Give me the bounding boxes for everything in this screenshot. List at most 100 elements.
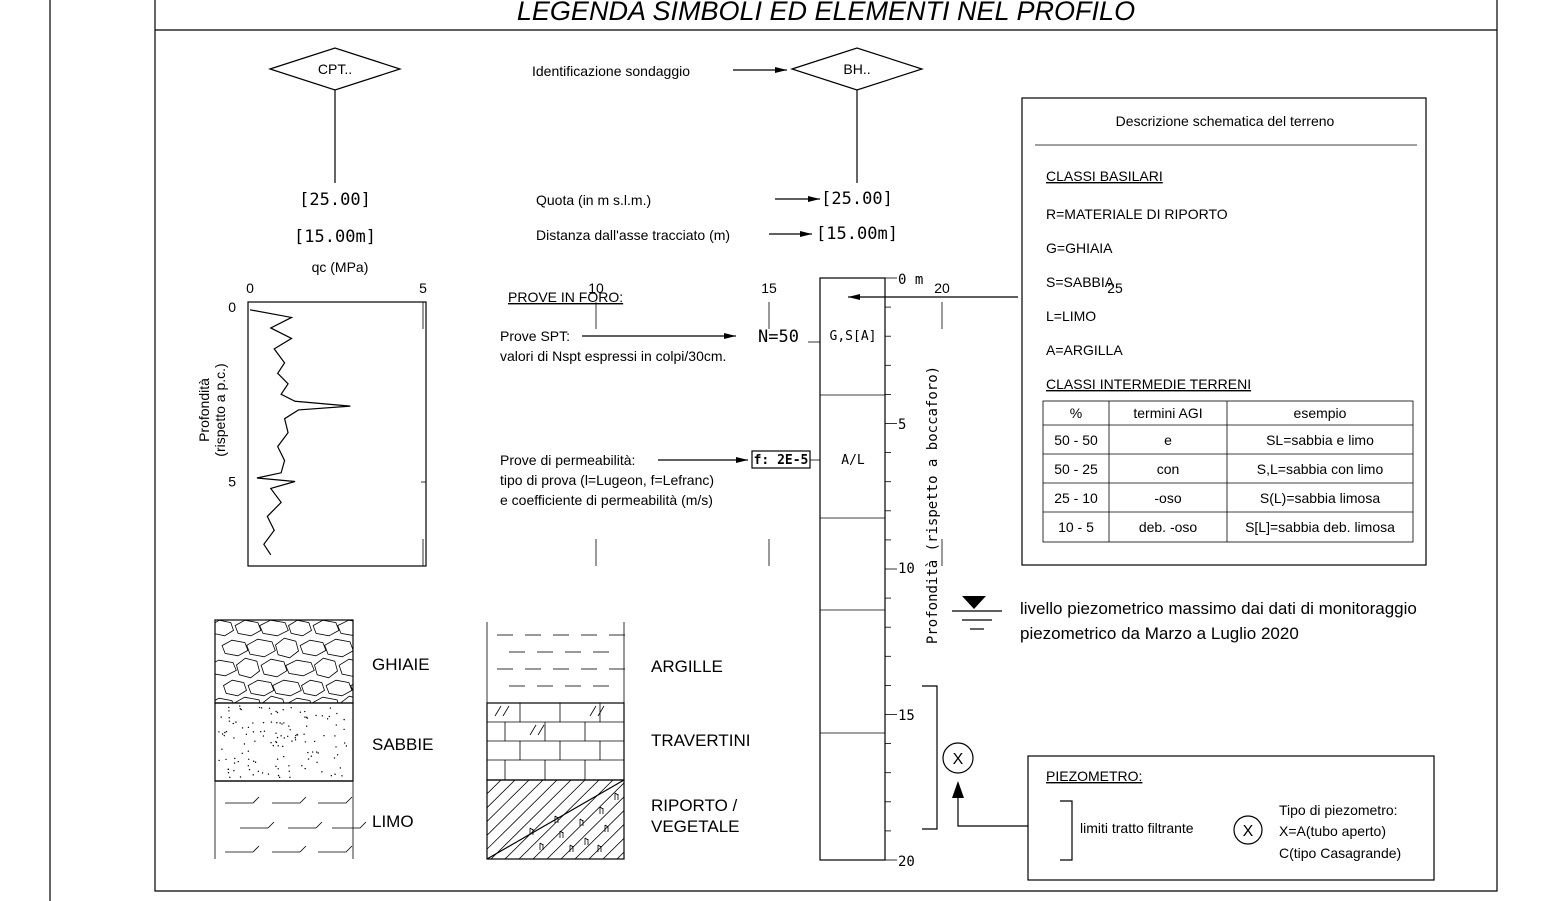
sand-dot <box>313 740 316 743</box>
sand-dot <box>224 731 226 734</box>
sand-dot <box>333 757 336 759</box>
perm-label: Prove di permeabilità: <box>500 452 635 468</box>
sand-dot <box>335 724 338 726</box>
sand-dot <box>218 731 220 733</box>
fill-hatch <box>487 780 502 795</box>
sand-dot <box>225 730 228 733</box>
sand-dot <box>296 733 298 736</box>
travertine-hatch <box>597 705 605 717</box>
spt-value: N=50 <box>758 327 799 347</box>
sand-dot <box>268 707 271 709</box>
bh-axis-label: Profondità (rispetto a boccaforo) <box>925 366 941 644</box>
gravel-pebble <box>246 638 276 658</box>
sand-dot <box>326 718 329 720</box>
vegetal-mark <box>559 830 564 838</box>
gravel-pebble <box>338 658 353 677</box>
silt-stroke <box>318 796 353 804</box>
sand-dot <box>289 776 291 778</box>
sand-dot <box>227 768 229 771</box>
table-cell: SL=sabbia e limo <box>1266 432 1374 448</box>
sand-dot <box>345 745 348 747</box>
gravel-pebble <box>325 679 353 697</box>
piezometer-heading: PIEZOMETRO: <box>1046 768 1142 784</box>
piezometer-box: PIEZOMETRO: limiti tratto filtrante X Ti… <box>1027 755 1435 881</box>
piezometric-line2: piezometrico da Marzo a Luglio 2020 <box>1020 624 1299 643</box>
sand-dot <box>235 721 237 723</box>
sand-dot <box>221 733 224 735</box>
gravel-pebble <box>236 657 260 679</box>
vegetal-mark <box>597 844 602 852</box>
table-cell: 50 - 50 <box>1054 432 1098 448</box>
cpt-x-tick-label: 20 <box>934 280 950 296</box>
table-header-example: esempio <box>1294 405 1347 421</box>
gravel-pebble <box>260 658 288 678</box>
sand-dot <box>248 758 250 760</box>
sand-dot <box>241 727 244 729</box>
bh-label: BH.. <box>843 61 870 77</box>
cpt-elevation: [25.00] <box>299 190 371 210</box>
piezometer-filter-bracket <box>922 685 938 830</box>
sand-dot <box>270 713 272 715</box>
travertine-hatch <box>502 705 510 717</box>
bh-depth-5: 5 <box>898 417 906 433</box>
spt-note: valori di Nspt espressi in colpi/30cm. <box>500 348 726 364</box>
sand-dot <box>275 765 277 768</box>
fill-hatch <box>588 823 624 859</box>
sand-dot <box>257 770 260 773</box>
silt-stroke <box>272 845 307 853</box>
water-level-icon <box>952 596 1002 630</box>
sand-dot <box>276 722 278 724</box>
sand-dot <box>229 776 231 779</box>
basic-class-1: R=MATERIALE DI RIPORTO <box>1046 206 1228 222</box>
soil-label-sand: SABBIE <box>372 735 433 754</box>
gravel-pebble <box>340 695 353 703</box>
gravel-pebble <box>324 638 353 658</box>
gravel-pebble <box>301 679 325 697</box>
gravel-pebble <box>311 696 339 703</box>
fill-hatch <box>490 780 572 859</box>
table-cell: S,L=sabbia con limo <box>1257 461 1384 477</box>
table-header-agi: termini AGI <box>1133 405 1202 421</box>
vegetal-mark <box>554 815 559 823</box>
piezometer-symbol-icon <box>942 742 974 774</box>
fill-hatch <box>560 796 624 859</box>
intermediate-heading: CLASSI INTERMEDIE TERRENI <box>1046 376 1251 392</box>
gravel-pebble <box>234 620 262 637</box>
silt-stroke <box>240 821 275 829</box>
sand-dot <box>234 757 236 760</box>
sand-dot <box>228 710 230 712</box>
vegetal-mark <box>599 806 604 814</box>
sand-dot <box>220 716 222 718</box>
sand-dot <box>263 730 266 732</box>
fill-hatch <box>504 780 586 859</box>
travertine-hatch <box>589 705 597 717</box>
sand-dot <box>278 776 281 779</box>
sand-dot <box>277 768 279 770</box>
sand-dot <box>295 734 297 737</box>
sand-dot <box>289 729 291 731</box>
sand-dot <box>276 736 279 739</box>
sand-dot <box>283 737 285 739</box>
sand-dot <box>321 771 323 773</box>
sand-dot <box>262 735 265 737</box>
sand-dot <box>262 721 265 724</box>
table-cell: 50 - 25 <box>1054 461 1098 477</box>
sand-dot <box>330 775 333 777</box>
table-cell: S(L)=sabbia limosa <box>1260 490 1380 506</box>
soil-label-travertine: TRAVERTINI <box>651 731 751 750</box>
bh-depth-unit: 0 m <box>898 272 923 288</box>
sand-dot <box>260 707 263 709</box>
sand-dot <box>243 743 246 745</box>
sand-dot <box>334 773 336 775</box>
gravel-pebble <box>221 639 249 657</box>
classes-table: % termini AGI esempio 50 - 50 e SL=sabbi… <box>1042 400 1414 543</box>
cpt-plot-frame <box>247 301 427 567</box>
sand-dot <box>343 742 346 744</box>
sand-dot <box>281 723 283 725</box>
fill-hatch <box>487 780 530 823</box>
piezometric-line1: livello piezometrico massimo dai dati di… <box>1020 599 1417 618</box>
cpt-y-tick-labels: 05 <box>228 299 236 490</box>
